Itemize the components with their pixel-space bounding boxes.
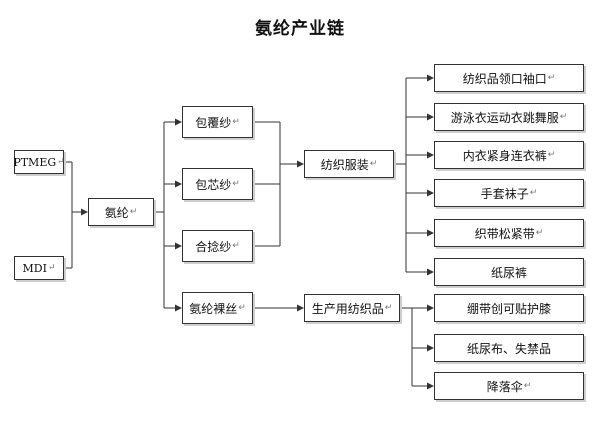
node-spandex: 氨纶↵: [88, 198, 154, 226]
node-core-spun-yarn: 包芯纱↵: [182, 168, 253, 200]
node-industrial-textiles: 生产用纺织品↵: [304, 294, 400, 322]
node-incontinence-products: 纸尿布、失禁品: [434, 334, 584, 362]
diagram-title: 氨纶产业链: [255, 19, 345, 39]
node-collar-cuff: 纺织品领口袖口↵: [434, 64, 584, 92]
node-bandage: 绷带创可贴护膝: [434, 294, 584, 322]
node-swim-dance-wear: 游泳衣运动衣跳舞服↵: [434, 103, 584, 131]
node-covered-yarn: 包覆纱↵: [182, 106, 253, 138]
node-mdi: MDI↵: [14, 256, 64, 280]
node-underwear: 内衣紧身连衣裤↵: [434, 141, 584, 169]
node-diaper: 纸尿裤: [434, 258, 584, 286]
node-plied-yarn: 合捻纱↵: [182, 230, 253, 262]
node-ptmeg: PTMEG↵: [13, 150, 65, 174]
node-elastic-band: 织带松紧带↵: [434, 219, 584, 247]
node-parachute: 降落伞↵: [434, 372, 584, 400]
node-textile-apparel: 纺织服装↵: [304, 150, 394, 178]
node-gloves-socks: 手套袜子↵: [434, 179, 584, 207]
node-bare-yarn: 氨纶裸丝↵: [182, 292, 253, 324]
